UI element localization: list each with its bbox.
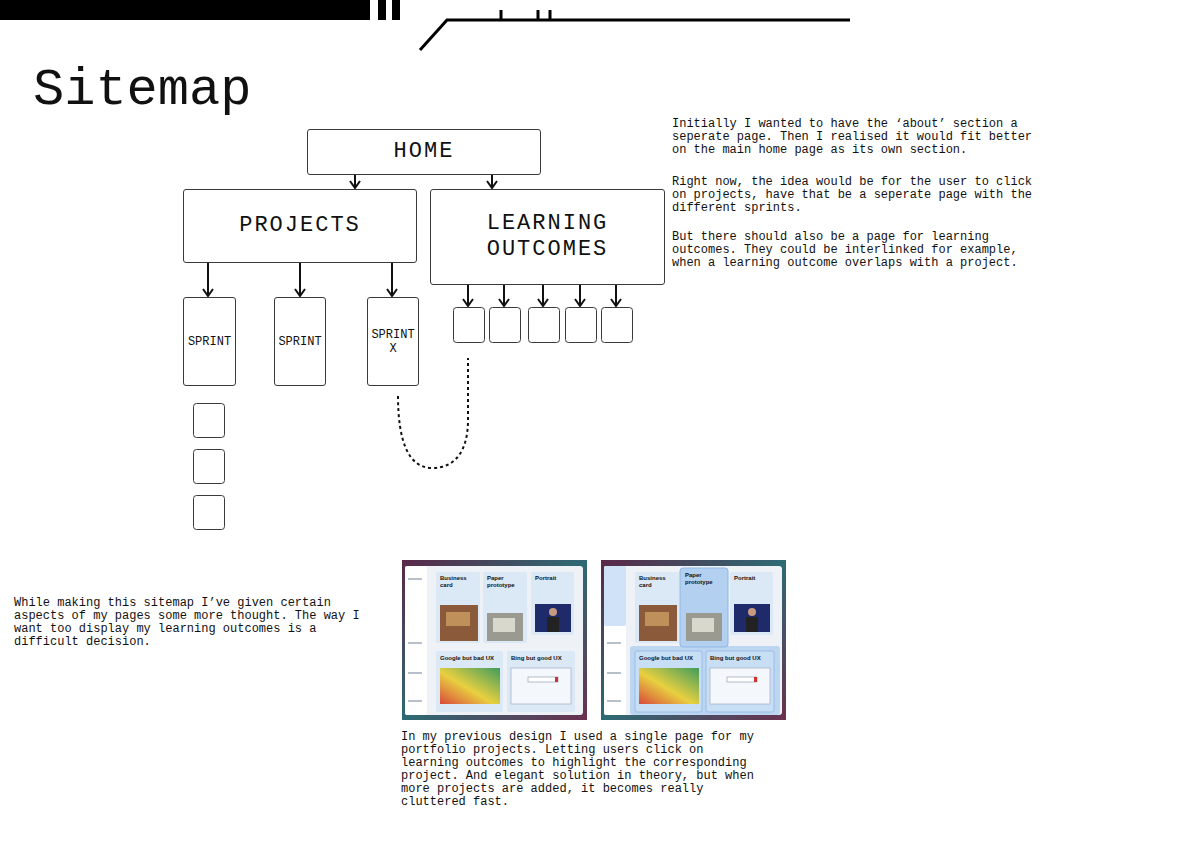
rect-shape bbox=[602, 308, 633, 343]
note-text: While making this sitemap I’ve given cer… bbox=[14, 597, 380, 649]
image-caption: In my previous design I used a single pa… bbox=[401, 731, 767, 809]
top-line bbox=[420, 20, 850, 50]
node-label: PROJECTS bbox=[196, 213, 404, 239]
rect-shape bbox=[566, 308, 597, 343]
rect-shape bbox=[194, 404, 225, 438]
connector bbox=[350, 175, 360, 188]
rect-shape bbox=[454, 308, 485, 343]
top-bar bbox=[0, 0, 370, 20]
rect-shape bbox=[490, 308, 521, 343]
connector bbox=[295, 263, 305, 296]
root-box: HOME bbox=[307, 129, 541, 175]
screenshot-heading: Portrait bbox=[734, 575, 772, 582]
connector-line bbox=[299, 263, 301, 296]
page-title: Sitemap bbox=[33, 58, 251, 124]
rect-shape bbox=[194, 496, 225, 530]
g-shape bbox=[436, 572, 575, 712]
screenshot-heading: Bing but good UX bbox=[511, 655, 573, 662]
arrow-head bbox=[487, 181, 497, 188]
screenshot bbox=[601, 560, 786, 720]
use-shape bbox=[440, 604, 571, 704]
note-text: But there should also be a page for lear… bbox=[672, 231, 1038, 270]
screenshot-heading: Business card bbox=[440, 575, 480, 589]
use-shape bbox=[402, 560, 587, 720]
rect-shape bbox=[194, 450, 225, 484]
screenshot-heading: Google but bad UX bbox=[440, 655, 502, 662]
arrow-head bbox=[387, 289, 397, 296]
node-label: HOME bbox=[316, 139, 532, 165]
note-text: Right now, the idea would be for the use… bbox=[672, 176, 1038, 215]
arrow-head bbox=[295, 289, 305, 296]
screenshot-heading: Paper prototype bbox=[685, 572, 725, 586]
screenshot bbox=[402, 560, 587, 720]
screenshot-heading: Bing but good UX bbox=[710, 655, 772, 662]
top-bar bbox=[392, 0, 400, 20]
node-label: LEARNING OUTCOMES bbox=[451, 211, 644, 263]
node-label: SPRINT bbox=[278, 335, 322, 349]
use-shape bbox=[601, 560, 786, 720]
sprint-box: SPRINT bbox=[274, 297, 326, 386]
connector bbox=[203, 263, 213, 296]
empty-box-group bbox=[194, 308, 633, 530]
arrow-head bbox=[203, 289, 213, 296]
connector-line bbox=[207, 263, 209, 296]
section-box: PROJECTS bbox=[183, 189, 417, 263]
screenshot-heading: Paper prototype bbox=[487, 575, 525, 589]
top-bar bbox=[378, 0, 386, 20]
connector-line bbox=[391, 263, 393, 296]
screenshot-heading: Portrait bbox=[535, 575, 573, 582]
tick-mark bbox=[501, 10, 550, 20]
use-shape bbox=[639, 604, 770, 704]
node-label: SPRINT bbox=[187, 335, 232, 349]
node-label: SPRINT X bbox=[371, 328, 415, 356]
connector bbox=[387, 263, 397, 296]
rect-shape bbox=[529, 308, 560, 343]
arrow-head bbox=[350, 181, 360, 188]
note-text: Initially I wanted to have the ‘about’ s… bbox=[672, 118, 1038, 157]
section-box: LEARNING OUTCOMES bbox=[430, 189, 665, 285]
rect-shape bbox=[604, 566, 626, 626]
sprint-box: SPRINT X bbox=[367, 297, 419, 386]
screenshot-heading: Business card bbox=[639, 575, 679, 589]
connector bbox=[487, 175, 497, 188]
screenshot-heading: Google but bad UX bbox=[639, 655, 701, 662]
sprint-box: SPRINT bbox=[183, 297, 236, 386]
